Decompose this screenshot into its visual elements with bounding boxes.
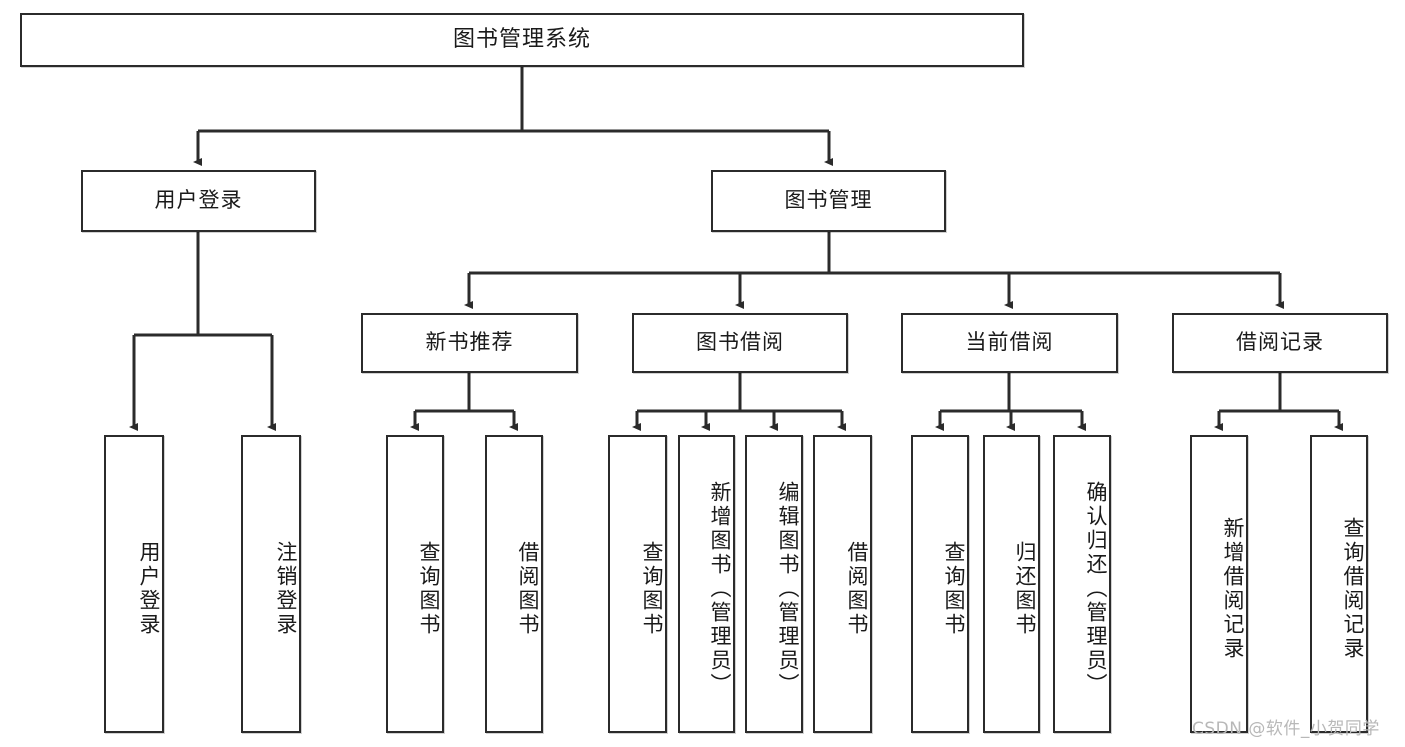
leaf-user-login[interactable]: 用户登录 bbox=[104, 435, 164, 733]
leaf-query-borrow-record[interactable]: 查询借阅记录 bbox=[1310, 435, 1368, 733]
leaf-query-book-borrow[interactable]: 查询图书 bbox=[608, 435, 667, 733]
leaf-edit-book-admin[interactable]: 编辑图书（管理员） bbox=[745, 435, 803, 733]
leaf-add-borrow-record[interactable]: 新增借阅记录 bbox=[1190, 435, 1248, 733]
leaf-query-book-recommend[interactable]: 查询图书 bbox=[386, 435, 444, 733]
csdn-watermark: CSDN @软件_小贺同学 bbox=[1192, 719, 1380, 739]
leaf-borrow-book-recommend[interactable]: 借阅图书 bbox=[485, 435, 543, 733]
leaf-query-book-current[interactable]: 查询图书 bbox=[911, 435, 969, 733]
node-book-borrow[interactable]: 图书借阅 bbox=[632, 313, 848, 373]
node-user-login[interactable]: 用户登录 bbox=[81, 170, 316, 232]
leaf-borrow-book[interactable]: 借阅图书 bbox=[813, 435, 872, 733]
node-root-system[interactable]: 图书管理系统 bbox=[20, 13, 1024, 67]
node-new-book-recommend[interactable]: 新书推荐 bbox=[361, 313, 578, 373]
leaf-add-book-admin[interactable]: 新增图书（管理员） bbox=[678, 435, 735, 733]
leaf-return-book[interactable]: 归还图书 bbox=[983, 435, 1040, 733]
leaf-user-logout[interactable]: 注销登录 bbox=[241, 435, 301, 733]
node-current-borrow[interactable]: 当前借阅 bbox=[901, 313, 1118, 373]
node-book-management[interactable]: 图书管理 bbox=[711, 170, 946, 232]
leaf-confirm-return-admin[interactable]: 确认归还（管理员） bbox=[1053, 435, 1111, 733]
node-borrow-record[interactable]: 借阅记录 bbox=[1172, 313, 1388, 373]
